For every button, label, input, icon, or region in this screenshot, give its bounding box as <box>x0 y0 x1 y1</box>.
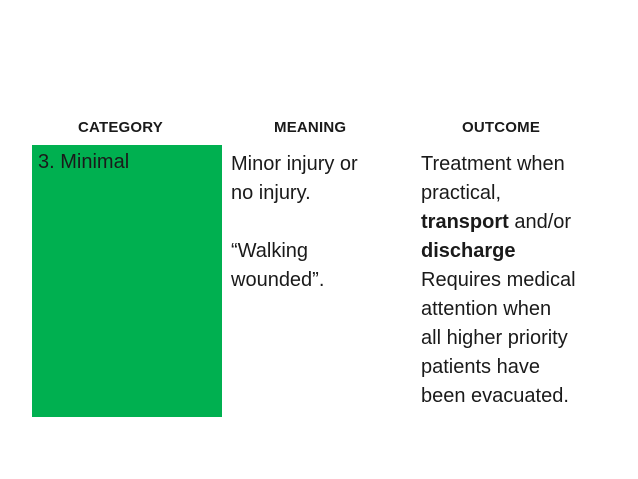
outcome-line: Requires medical <box>421 269 576 291</box>
outcome-line: discharge <box>421 237 621 266</box>
header-category: CATEGORY <box>78 119 163 136</box>
header-outcome: OUTCOME <box>462 119 541 136</box>
category-label: 3. Minimal <box>38 151 130 173</box>
meaning-line: wounded”. <box>231 269 325 291</box>
outcome-line-rest: and/or <box>508 211 572 233</box>
outcome-line: attention when <box>421 298 552 320</box>
meaning-line: no injury. <box>231 182 311 204</box>
header-meaning: MEANING <box>274 119 347 136</box>
outcome-bold-discharge: discharge <box>421 240 516 262</box>
meaning-cell: Minor injury or no injury. “Walking woun… <box>231 150 401 295</box>
outcome-line: patients have <box>421 356 540 378</box>
outcome-line: transport and/or <box>421 208 621 237</box>
outcome-line: been evacuated. <box>421 385 569 407</box>
category-cell: 3. Minimal <box>32 145 222 417</box>
outcome-cell: Treatment when practical, transport and/… <box>421 150 621 411</box>
outcome-bold-transport: transport <box>421 211 509 233</box>
outcome-line: all higher priority <box>421 327 568 349</box>
meaning-line: “Walking <box>231 240 309 262</box>
outcome-line: practical, <box>421 182 502 204</box>
outcome-line: Treatment when <box>421 153 565 175</box>
meaning-line: Minor injury or <box>231 153 358 175</box>
